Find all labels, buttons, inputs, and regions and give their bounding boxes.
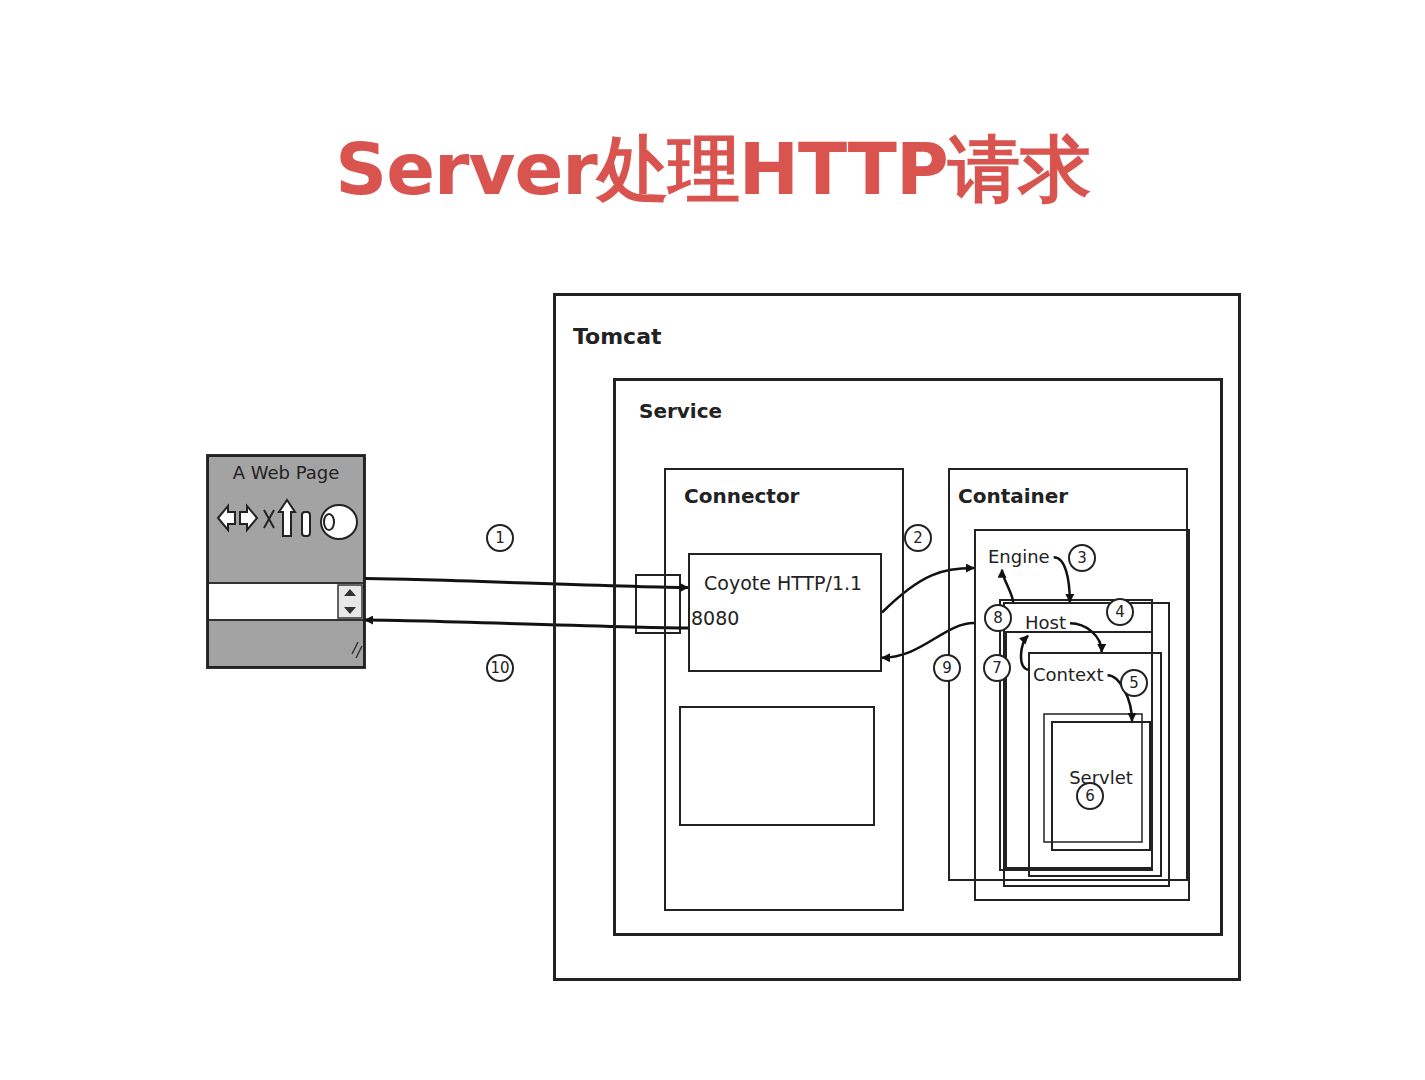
flow-arrow — [365, 579, 688, 588]
address-band — [207, 583, 365, 620]
node-heading: Coyote HTTP/1.1 — [704, 573, 862, 595]
host-box: HostContextServlet — [1003, 602, 1170, 887]
scroll-arrows — [344, 589, 356, 614]
slide-title: Server处理HTTP请求 — [0, 128, 1425, 211]
callout-number: 1 — [486, 524, 514, 552]
host-layer — [1000, 600, 1152, 870]
callout-number: 3 — [1068, 544, 1096, 572]
callout-number: 7 — [983, 654, 1011, 682]
servlet-layer — [1044, 714, 1142, 842]
callout-number: 2 — [904, 524, 932, 552]
callout-number: 9 — [933, 654, 961, 682]
node-heading: Tomcat — [573, 324, 662, 349]
flow-arrow — [882, 623, 974, 658]
engine-box: EngineHostContextServlet — [974, 529, 1190, 901]
browser-icons — [218, 500, 357, 539]
service-box: ServiceConnectorCoyote HTTP/1.1 8080 Conta… — [613, 378, 1223, 936]
node-heading: Host — [1025, 613, 1066, 634]
resize-grip — [352, 642, 362, 658]
scrollbar — [338, 585, 362, 618]
flow-arrow — [1070, 623, 1102, 652]
tomcat-box: TomcatServiceConnectorCoyote HTTP/1.1 808… — [553, 293, 1241, 981]
node-heading: A Web Page — [233, 463, 340, 484]
callout-number: 10 — [486, 654, 514, 682]
empty-connector-box — [680, 707, 874, 825]
browser-box: A Web Page — [207, 455, 365, 668]
node-heading: Engine — [988, 547, 1050, 568]
coyote-box: Coyote HTTP/1.1 8080 — [688, 553, 882, 672]
node-detail: 8080 — [691, 608, 739, 630]
browser-window — [207, 455, 365, 668]
node-heading: Connector — [684, 485, 799, 508]
node-heading: Container — [958, 485, 1068, 508]
callout-number: 6 — [1076, 782, 1104, 810]
flow-arrow — [1002, 570, 1013, 602]
callout-number: 5 — [1120, 669, 1148, 697]
node-heading: Service — [639, 400, 722, 423]
flow-arrow — [365, 620, 688, 628]
connector-box: ConnectorCoyote HTTP/1.1 8080 — [664, 468, 904, 911]
port-square — [636, 575, 680, 633]
node-heading: Context — [1033, 665, 1104, 686]
callout-number: 8 — [984, 604, 1012, 632]
callout-number: 4 — [1106, 598, 1134, 626]
flow-arrow — [882, 568, 974, 612]
servlet-box: Servlet — [1051, 721, 1151, 851]
flow-arrow — [1054, 557, 1070, 602]
